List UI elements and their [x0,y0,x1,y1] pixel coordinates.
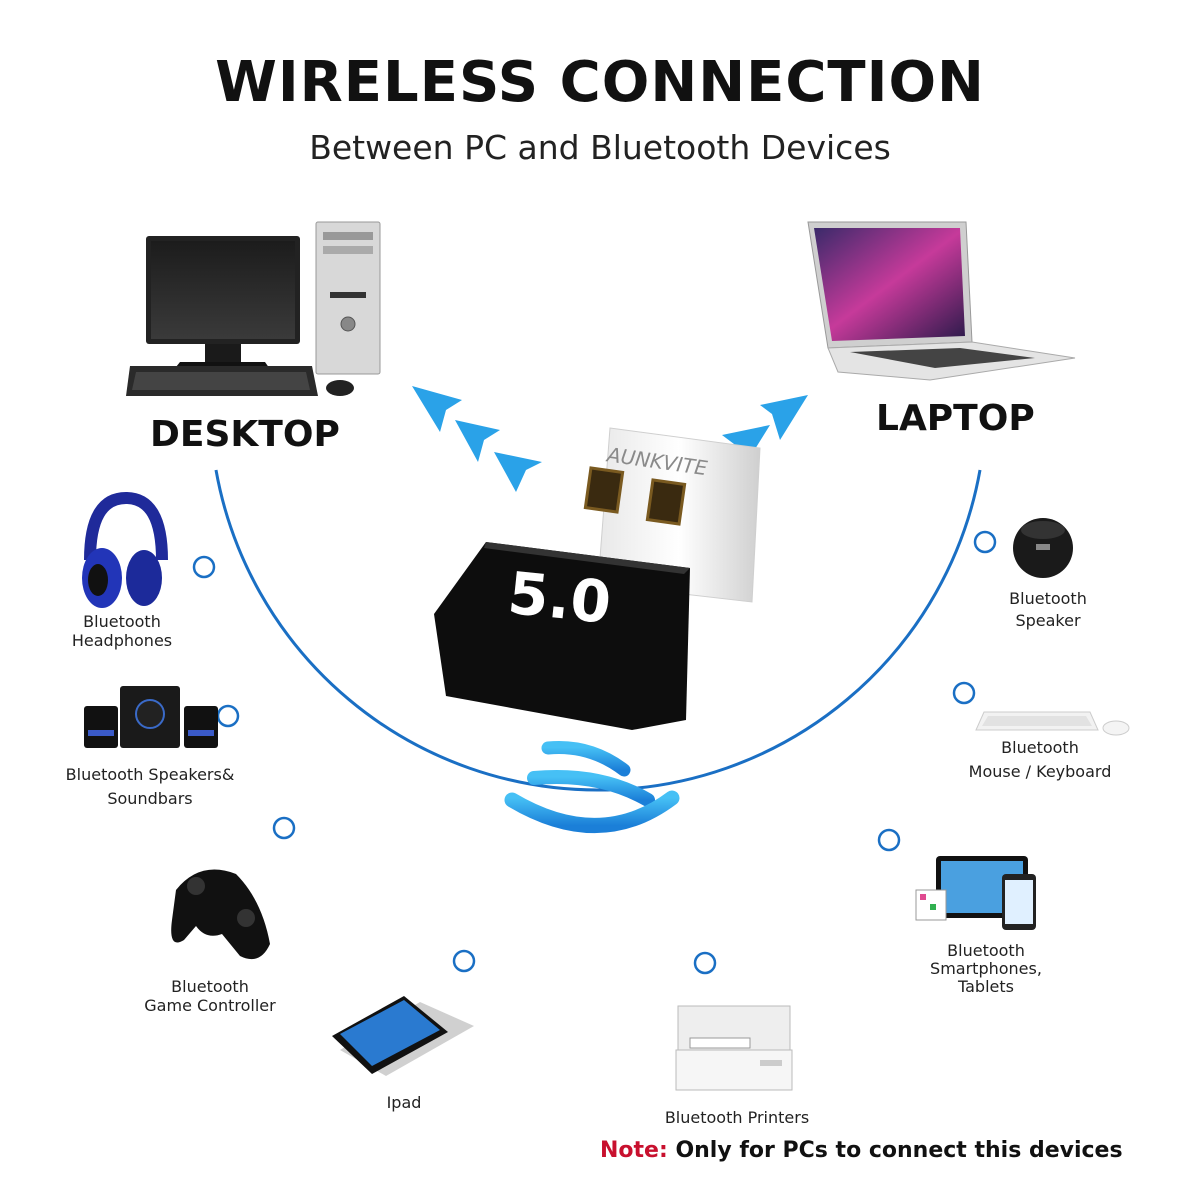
signal-arrows-left [412,386,542,492]
adapter-version: 5.0 [505,559,614,637]
game-controller-label: Bluetooth Game Controller [144,977,276,1015]
desktop-label: DESKTOP [150,414,340,455]
printers-label: Bluetooth Printers [664,1108,810,1127]
game-controller-icon [171,869,270,960]
page-title: WIRELESS CONNECTION [215,50,985,115]
ring-node [877,828,901,852]
compatibility-note: Note: Only for PCs to connect this devic… [600,1138,1123,1163]
printer-icon [675,1005,793,1091]
ring-node [272,816,296,840]
speakers-soundbar-icon [84,686,218,748]
ring-node [192,555,216,579]
speakers-label: Bluetooth Speakers& Soundbars [65,765,235,808]
mouse-keyboard-label: Bluetooth Mouse / Keyboard [968,738,1112,781]
ring-node [452,949,476,973]
wireless-signal-icon [504,741,680,833]
usb-bluetooth-adapter-icon [434,427,761,730]
desktop-computer-icon [126,221,381,396]
ring-node [973,530,997,554]
ipad-label: Ipad [386,1093,422,1112]
ring-nodes [192,530,997,975]
smartphones-tablets-icon [915,856,1036,930]
ring-node [693,951,717,975]
note-prefix: Note: [600,1138,668,1163]
note-text: Only for PCs to connect this devices [675,1138,1123,1163]
laptop-computer-icon [807,221,1076,381]
headphones-icon [82,491,168,608]
mouse-keyboard-icon [975,711,1130,736]
bluetooth-speaker-icon [1013,518,1073,578]
smartphones-label: Bluetooth Smartphones, Tablets [930,941,1042,996]
ring-node [216,704,240,728]
headphones-label: Bluetooth Headphones [71,612,173,650]
laptop-label: LAPTOP [876,398,1035,439]
speaker-label: Bluetooth Speaker [1009,589,1087,630]
ring-node [952,681,976,705]
connection-ring [214,469,982,792]
page-subtitle: Between PC and Bluetooth Devices [309,128,891,167]
ipad-icon [332,996,474,1076]
